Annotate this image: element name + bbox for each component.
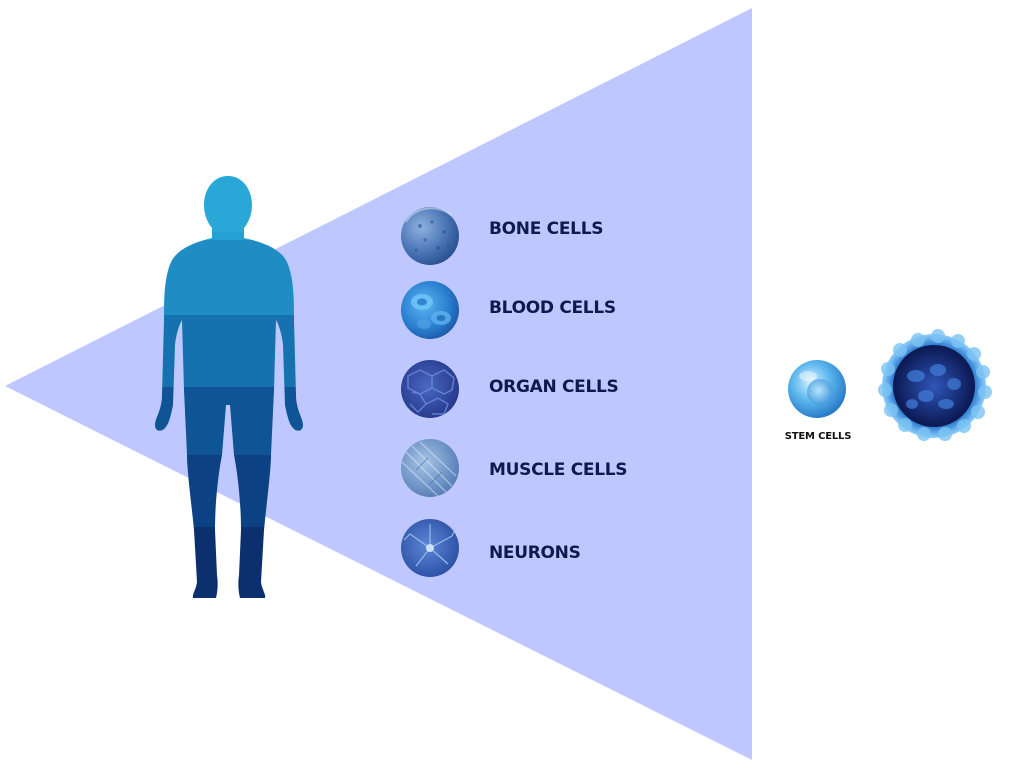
- stem-cells-label: STEM CELLS: [784, 431, 852, 442]
- muscle-cells-label: MUSCLE CELLS: [489, 460, 628, 480]
- neurons-label: NEURONS: [489, 543, 581, 563]
- organ-cell-icon: [401, 360, 459, 418]
- bone-cell-icon: [401, 207, 459, 265]
- blood-cell-icon: [401, 281, 459, 339]
- muscle-cell-icon: [401, 439, 459, 497]
- stem-cell-icon: [788, 360, 846, 418]
- differentiation-cone: [5, 8, 752, 760]
- neuron-icon: [401, 519, 459, 577]
- blood-cells-label: BLOOD CELLS: [489, 298, 616, 318]
- organ-cells-label: ORGAN CELLS: [489, 377, 619, 397]
- embryo-cluster-icon: [878, 329, 992, 441]
- bone-cells-label: BONE CELLS: [489, 219, 604, 239]
